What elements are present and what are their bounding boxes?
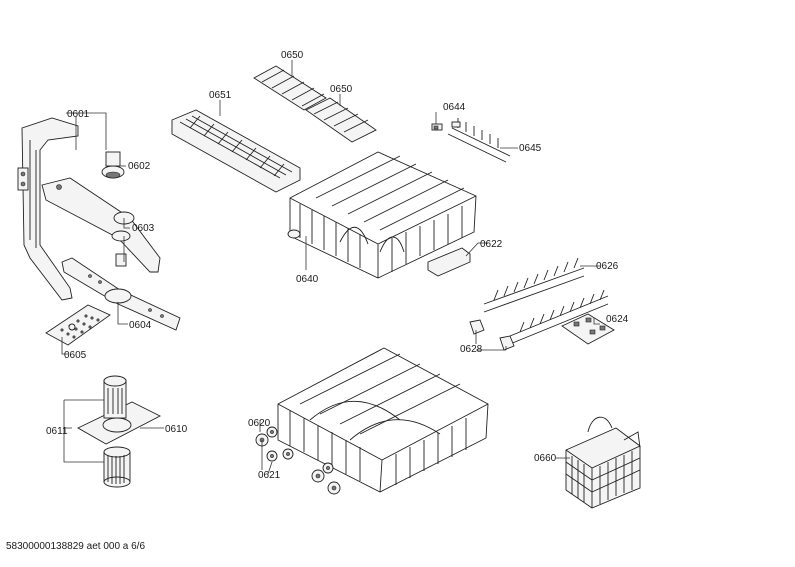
rack-insert-0650a [253,65,327,111]
label-0621: 0621 [258,470,281,481]
label-0644: 0644 [443,102,466,113]
filter-combination-0610 [77,375,161,445]
micro-filter-0611 [103,446,131,488]
clips-0644 [431,123,443,131]
label-0651: 0651 [209,90,232,101]
clip-set-0624 [561,313,615,345]
wheels-0620 [255,426,278,447]
label-0604: 0604 [129,320,152,331]
label-0650a: 0650 [281,50,304,61]
label-0645: 0645 [519,143,542,154]
supply-pipe-0601 [17,117,79,301]
label-0640: 0640 [296,274,319,285]
folding-tines-0626 [483,257,609,345]
label-0620: 0620 [248,418,271,429]
upper-basket-0640 [287,151,477,279]
basket-handle-0622 [427,247,471,277]
lower-spray-arm-0604 [61,257,181,331]
cutlery-basket-0660 [565,416,641,509]
label-0601: 0601 [67,109,90,120]
nozzle-0602 [101,151,125,179]
label-0650b: 0650 [330,84,353,95]
leader-lines [61,60,600,475]
label-0660: 0660 [534,453,557,464]
label-0603: 0603 [132,223,155,234]
label-0610: 0610 [165,424,188,435]
label-0602: 0602 [128,161,151,172]
part-labels: 0601 0602 0603 0604 0605 0610 0611 0620 … [46,50,629,481]
label-0605: 0605 [64,350,87,361]
fine-filter-0605 [45,304,111,346]
label-0626: 0626 [596,261,619,272]
cutlery-tray-0651 [171,109,301,193]
label-0622: 0622 [480,239,503,250]
label-0624: 0624 [606,314,629,325]
knife-rack-0645 [447,118,511,163]
label-0628: 0628 [460,344,483,355]
document-footer: 58300000138829 aet 000 a 6/6 [6,541,146,552]
wheels-0621 [266,448,341,495]
lower-basket [277,347,489,493]
label-0611: 0611 [46,426,68,437]
rack-insert-0650b [305,97,377,143]
hinge-clips-0628 [469,319,515,351]
